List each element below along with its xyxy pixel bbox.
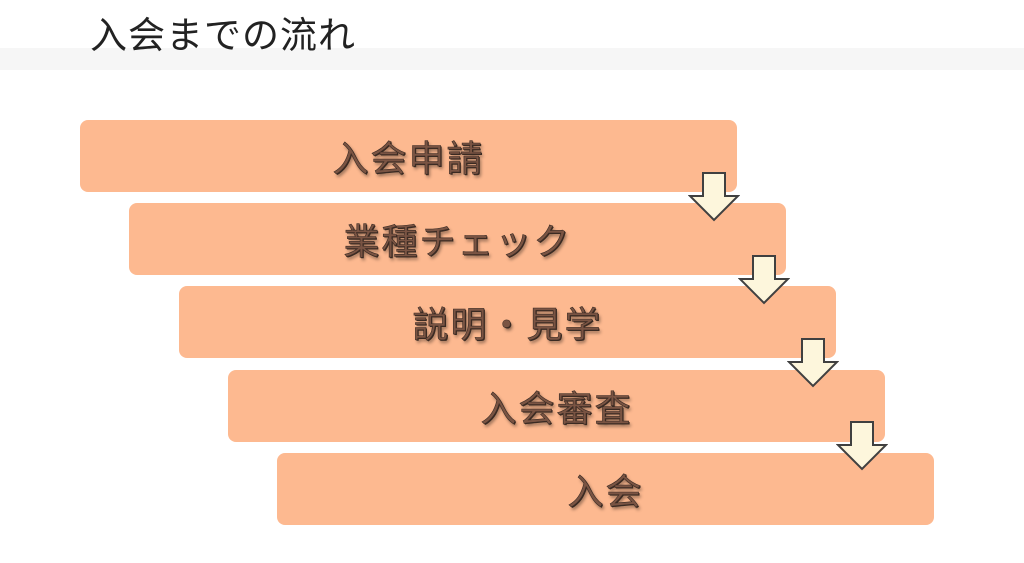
step-2-box: 業種チェック xyxy=(129,203,786,275)
down-arrow-icon xyxy=(688,172,740,222)
step-2-label: 業種チェック xyxy=(343,222,572,264)
down-arrow-icon xyxy=(836,421,888,471)
down-arrow-icon xyxy=(738,255,790,305)
slide-title: 入会までの流れ xyxy=(90,14,356,57)
step-3-label: 説明・見学 xyxy=(412,305,603,347)
step-4-box: 入会審査 xyxy=(228,370,885,442)
title-band xyxy=(0,48,1024,70)
down-arrow-icon xyxy=(787,338,839,388)
step-4-label: 入会審査 xyxy=(480,389,633,431)
step-3-box: 説明・見学 xyxy=(179,286,836,358)
step-5-box: 入会 xyxy=(277,453,934,525)
step-1-label: 入会申請 xyxy=(332,139,485,181)
step-5-label: 入会 xyxy=(567,472,644,514)
step-1-box: 入会申請 xyxy=(80,120,737,192)
